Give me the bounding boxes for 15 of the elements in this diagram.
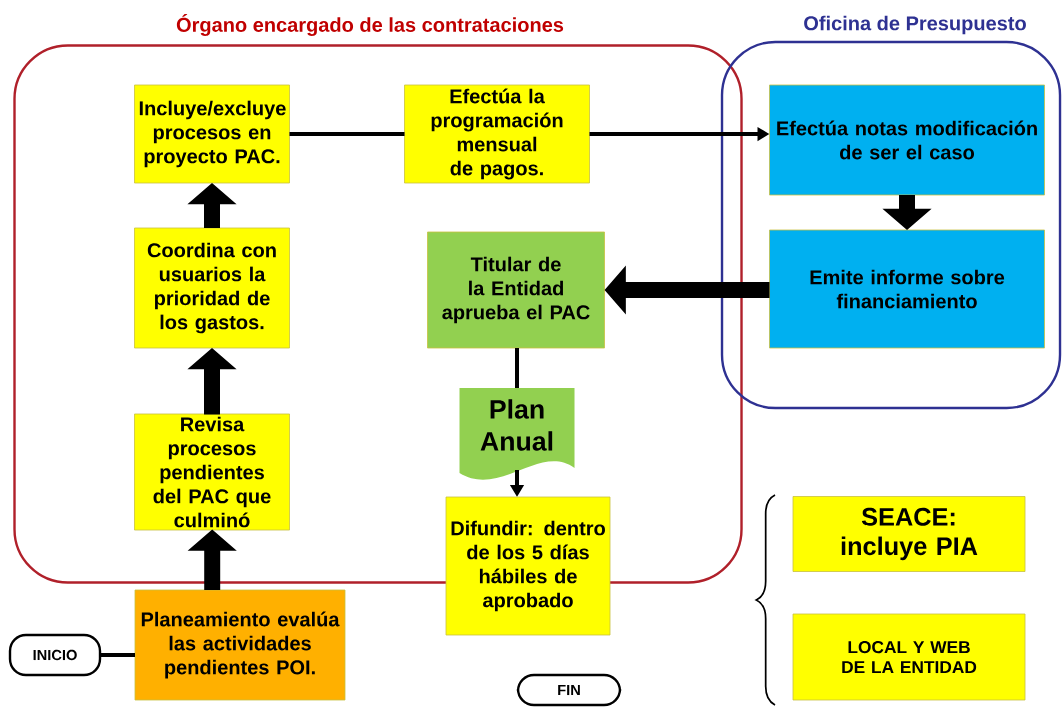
process-box: Coordina con usuarios la prioridad de los gastos. xyxy=(134,227,290,349)
start-terminal: INICIO xyxy=(8,633,102,677)
process-box: Revisa procesos pendientes del PAC que culminó xyxy=(134,413,290,531)
process-box: Efectúa notas modificación de ser el caso xyxy=(769,84,1045,196)
region-heading: Órgano encargado de las contrataciones xyxy=(176,14,564,36)
region-heading: Oficina de Presupuesto xyxy=(804,15,1026,35)
process-box: Difundir: dentro de los 5 días hábiles de aprobado xyxy=(445,496,611,636)
process-box: Titular de la Entidad aprueba el PAC xyxy=(427,231,605,349)
process-box: Efectúa la programación mensual de pagos. xyxy=(404,84,590,184)
process-box: Emite informe sobre financiamiento xyxy=(769,229,1045,349)
process-box: Incluye/excluye procesos en proyecto PAC. xyxy=(134,84,290,184)
process-box: Planeamiento evalúa las actividades pendientes POI. xyxy=(134,589,346,701)
process-box: SEACE: incluye PIA xyxy=(792,496,1026,572)
process-box: LOCAL Y WEB DE LA ENTIDAD xyxy=(792,613,1026,701)
end-terminal: FIN xyxy=(516,673,622,707)
